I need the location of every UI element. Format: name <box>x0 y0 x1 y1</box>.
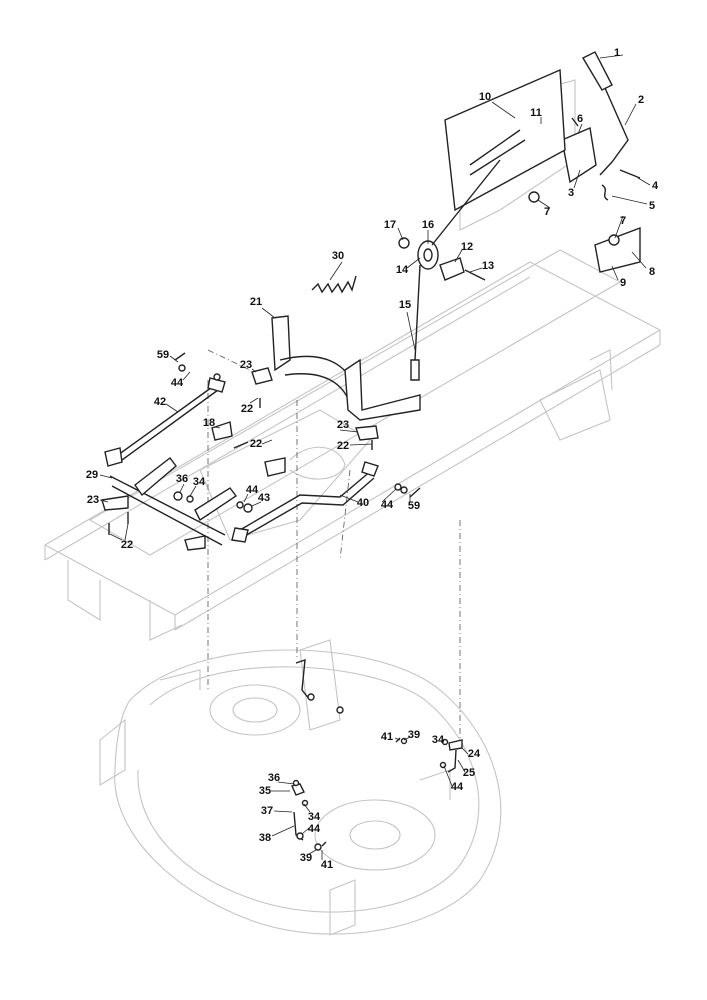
callout-number: 44 <box>170 377 184 389</box>
leader-lines <box>99 54 651 860</box>
callout-number: 59 <box>156 349 170 361</box>
callout-number: 13 <box>481 260 495 272</box>
callout-number: 36 <box>175 473 189 485</box>
callout-number: 21 <box>249 296 263 308</box>
callout-number: 34 <box>307 811 321 823</box>
callout-number: 10 <box>478 91 492 103</box>
callout-number: 22 <box>249 438 263 450</box>
callout-number: 23 <box>336 419 350 431</box>
callout-number: 25 <box>462 767 476 779</box>
callout-number: 23 <box>86 494 100 506</box>
rods <box>104 377 379 546</box>
callout-number: 34 <box>431 734 445 746</box>
callout-number: 44 <box>380 499 394 511</box>
callout-number: 44 <box>245 484 259 496</box>
callout-number: 7 <box>543 206 551 218</box>
callout-number: 8 <box>648 266 656 278</box>
deck-linkage <box>291 658 463 851</box>
lift-arm <box>271 315 421 421</box>
callout-number: 44 <box>450 781 464 793</box>
callout-number: 42 <box>153 396 167 408</box>
callout-number: 4 <box>651 180 659 192</box>
callout-number: 39 <box>299 852 313 864</box>
hardware <box>101 352 421 551</box>
callout-number: 38 <box>258 832 272 844</box>
callout-number: 43 <box>257 492 271 504</box>
callout-number: 11 <box>530 107 542 119</box>
callout-number: 18 <box>202 417 216 429</box>
callout-number: 34 <box>192 476 206 488</box>
callout-number: 14 <box>395 264 409 276</box>
callout-number: 22 <box>240 403 254 415</box>
callout-number: 22 <box>336 440 350 452</box>
mower-deck <box>99 639 502 936</box>
callout-number: 35 <box>258 785 272 797</box>
callout-number: 41 <box>380 731 394 743</box>
callout-number: 6 <box>576 113 584 125</box>
callout-number: 3 <box>567 187 575 199</box>
callout-number: 23 <box>239 359 253 371</box>
callout-number: 17 <box>383 219 397 231</box>
pulley-cable <box>398 159 501 381</box>
callout-number: 39 <box>407 729 421 741</box>
callout-number: 15 <box>398 299 412 311</box>
spring <box>311 275 357 294</box>
callout-number: 9 <box>619 277 627 289</box>
callout-number: 5 <box>648 200 656 212</box>
callout-number: 37 <box>260 805 274 817</box>
callout-number: 7 <box>619 215 627 227</box>
callout-number: 1 <box>613 47 621 59</box>
callout-number: 24 <box>467 748 481 760</box>
callout-number: 29 <box>85 469 99 481</box>
callout-number: 59 <box>407 500 421 512</box>
callout-number: 36 <box>267 772 281 784</box>
lever-assembly <box>528 51 641 273</box>
callout-number: 44 <box>307 823 321 835</box>
callout-number: 2 <box>637 94 645 106</box>
callout-number: 30 <box>331 250 345 262</box>
callout-number: 22 <box>120 539 134 551</box>
callout-number: 16 <box>421 219 435 231</box>
alignment-lines <box>207 349 461 745</box>
bracket-plate <box>444 68 566 212</box>
callout-number: 41 <box>320 859 334 871</box>
callout-number: 40 <box>356 497 370 509</box>
callout-number: 12 <box>460 241 474 253</box>
